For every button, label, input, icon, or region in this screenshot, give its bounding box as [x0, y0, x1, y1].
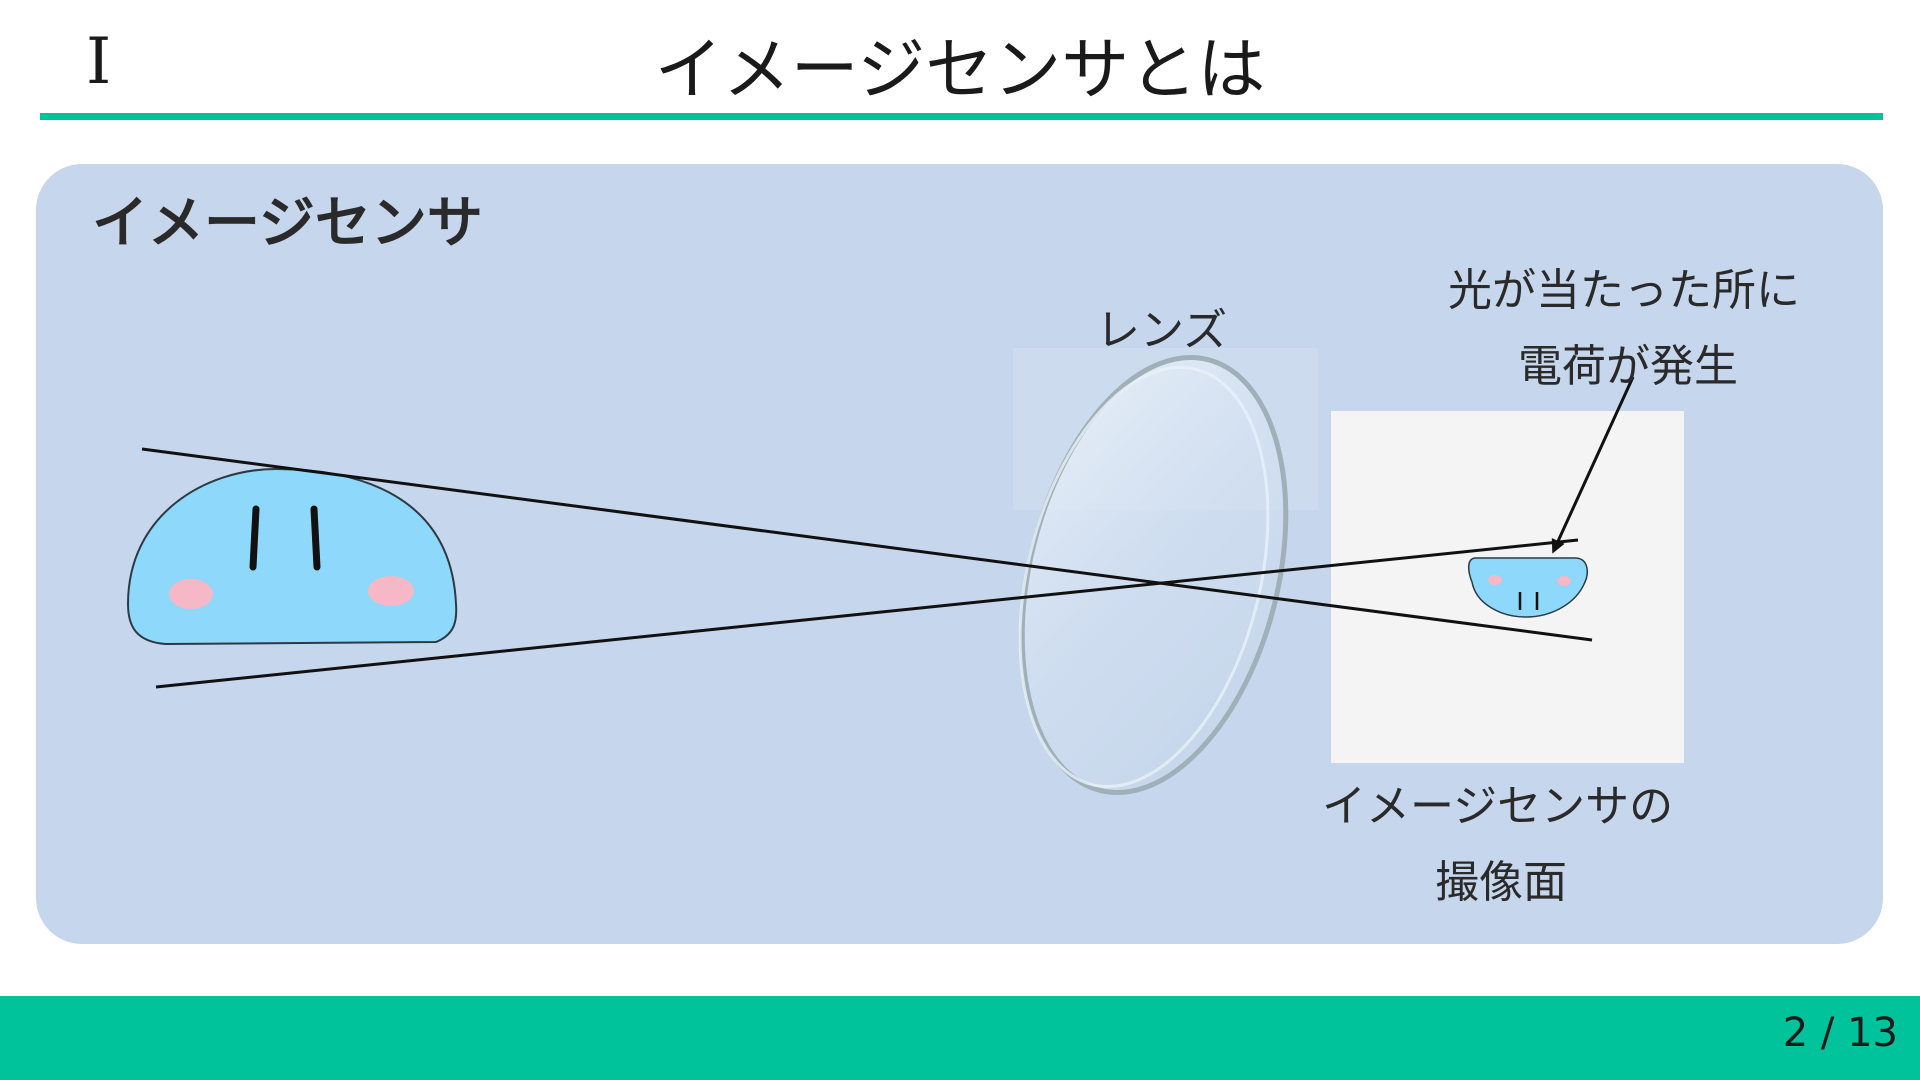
charge-label-line2: 電荷が発生	[1518, 341, 1738, 392]
title-underline	[40, 113, 1883, 120]
section-number: I	[86, 25, 112, 99]
inverted-image-icon	[1468, 557, 1589, 618]
footer-bar: 2 / 13	[0, 996, 1920, 1080]
panel-heading: イメージセンサ	[92, 191, 483, 256]
lens-label: レンズ	[1096, 305, 1228, 356]
page-number: 2 / 13	[1782, 1010, 1898, 1056]
sensor-label-line1: イメージセンサの	[1322, 781, 1674, 832]
lens-icon	[1018, 355, 1289, 795]
charge-label-line1: 光が当たった所に	[1448, 265, 1800, 316]
slime-character-icon	[126, 467, 458, 646]
optics-diagram	[126, 348, 1684, 795]
page-title: イメージセンサとは	[654, 31, 1266, 110]
content-panel: イメージセンサ	[36, 164, 1883, 944]
pointer-arrow-icon	[1551, 376, 1635, 554]
light-ray-lower	[155, 538, 1579, 689]
light-ray-upper	[141, 447, 1593, 642]
sensor-label-line2: 撮像面	[1435, 857, 1567, 908]
